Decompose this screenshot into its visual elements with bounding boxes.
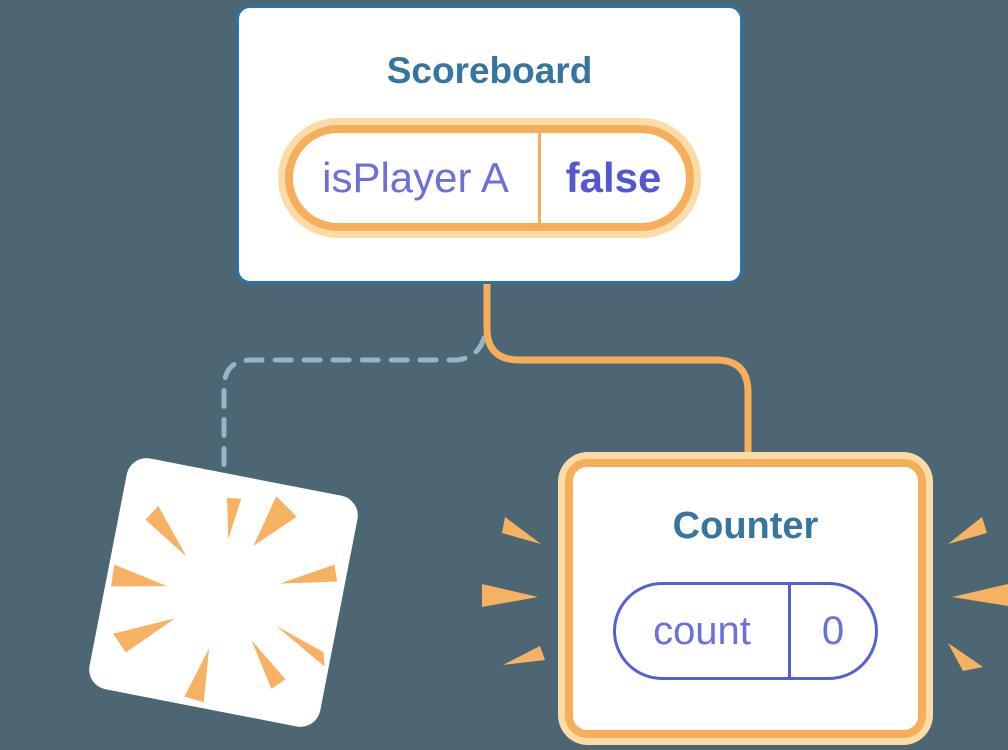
counter-component-card: Counter count 0 [558,452,933,745]
active-connector-line [483,284,752,468]
dashed-connector-line [221,335,487,469]
emphasis-burst-left-icon [482,517,545,665]
counter-state-value: 0 [821,608,845,653]
scoreboard-state-key: isPlayer A [322,154,509,201]
pill-divider [538,133,541,223]
scoreboard-component-card: Scoreboard isPlayer A false [236,5,743,284]
emphasis-burst-right-icon [948,517,1008,671]
scoreboard-state-pill: isPlayer A false [278,118,701,238]
counter-state-key: count [653,608,751,653]
scoreboard-state-value: false [565,154,662,201]
destroyed-component-card [85,454,362,731]
counter-state-pill: count 0 [613,582,878,680]
counter-title: Counter [672,505,819,547]
pill-divider [788,585,791,677]
scoreboard-title: Scoreboard [386,50,593,91]
starburst-icon [111,496,338,703]
